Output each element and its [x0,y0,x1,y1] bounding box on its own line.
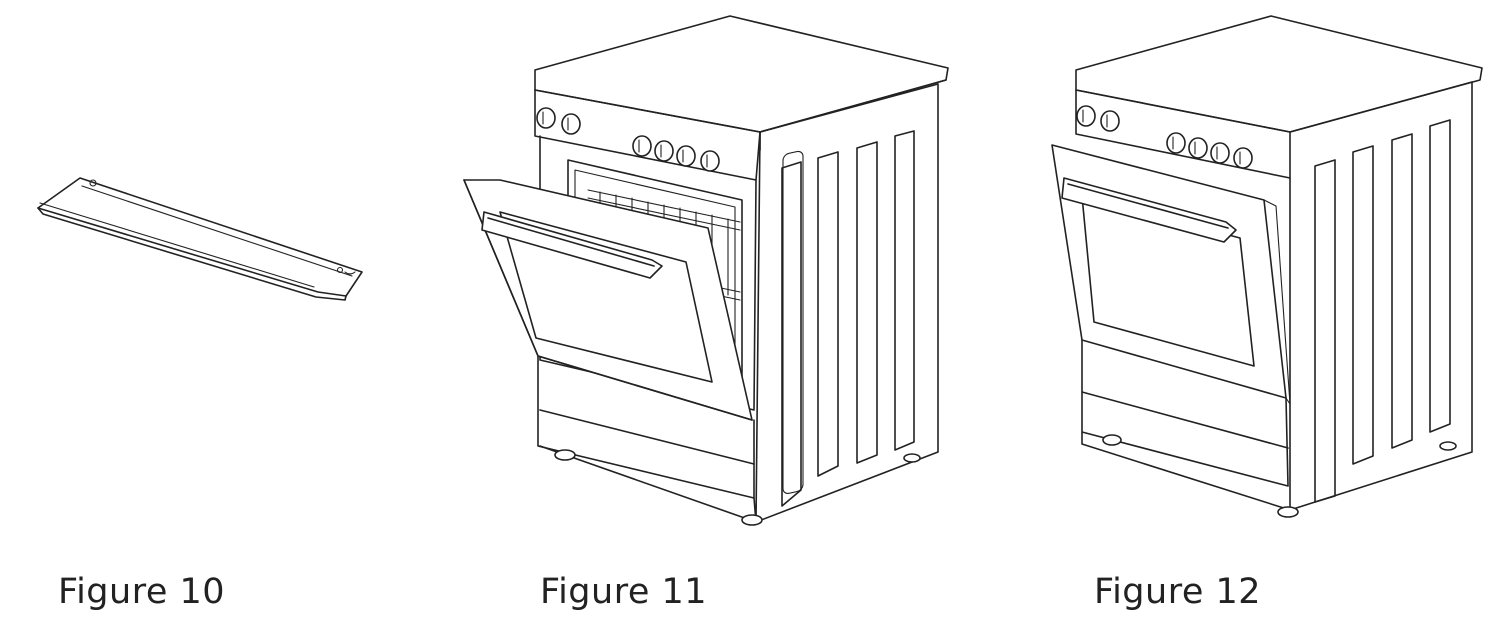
control-knobs-left [1076,105,1120,132]
control-knobs-right [632,135,720,172]
figure-12-caption: Figure 12 [1094,572,1262,612]
control-knobs-left [536,107,581,135]
figure-11-caption: Figure 11 [540,572,708,612]
figure-10-caption: Figure 10 [58,572,226,612]
oven-door-open [463,179,753,421]
oven-open-drawing [463,15,949,526]
oven-door-closed [1051,144,1291,405]
bracket-drawing [37,177,363,301]
control-knobs-right [1166,132,1253,169]
oven-closed-drawing [1051,15,1483,518]
